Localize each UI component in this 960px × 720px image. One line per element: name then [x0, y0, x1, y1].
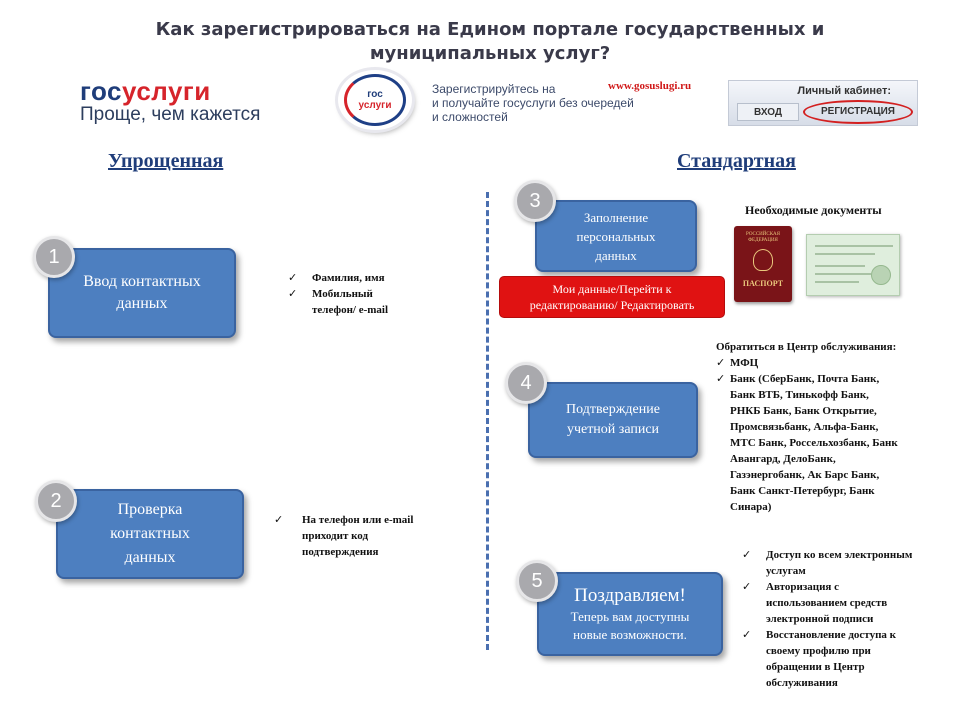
- step5-title: Поздравляем!: [574, 585, 686, 606]
- page-title-line1: Как зарегистрироваться на Едином портале…: [155, 19, 825, 40]
- register-line1: Зарегистрируйтесь на: [432, 82, 556, 96]
- step1-number: 1: [33, 236, 75, 278]
- cabinet-title: Личный кабинет:: [797, 85, 891, 97]
- check-icon: ✓: [716, 373, 726, 385]
- note-text: Мобильный телефон/ e-mail: [312, 288, 389, 316]
- step5-number: 5: [516, 560, 558, 602]
- page-title-line2: муниципальных услуг?: [369, 43, 611, 64]
- passport-small-text: РОССИЙСКАЯ ФЕДЕРАЦИЯ: [745, 232, 781, 243]
- note-text: Восстановление доступа к своему профилю …: [766, 629, 896, 689]
- seal-icon: [871, 265, 891, 285]
- step5-subtitle: Теперь вам доступны новые возможности.: [570, 609, 690, 642]
- note-item: ✓ Мобильный телефон/ e-mail: [284, 286, 454, 318]
- my-data-edit-button[interactable]: Мои данные/Перейти к редактированию/ Ред…: [500, 277, 724, 317]
- card-line: [815, 253, 875, 255]
- check-icon: ✓: [716, 357, 726, 369]
- note-item: ✓ На телефон или e-mail приходит код подт…: [274, 512, 454, 560]
- note-text: На телефон или e-mail приходит код подтв…: [302, 514, 414, 558]
- logo-part-gos: гос: [80, 76, 122, 106]
- standard-title: Стандартная: [677, 150, 796, 172]
- round-logo-icon: гос услуги: [338, 70, 412, 130]
- note-item: ✓ Авторизация с использованием средств эл…: [738, 579, 950, 627]
- step2-number: 2: [35, 480, 77, 522]
- login-button[interactable]: ВХОД: [737, 103, 799, 121]
- note-item: ✓ МФЦ: [716, 355, 952, 371]
- slogan: Проще, чем кажется: [80, 104, 261, 125]
- round-logo-line2: услуги: [358, 100, 392, 111]
- logo-ring: [344, 74, 406, 126]
- note-text: Доступ ко всем электронным услугам: [766, 549, 913, 577]
- step4-box: Подтверждение учетной записи: [528, 382, 698, 458]
- register-promo: Зарегистрируйтесь на и получайте госуслу…: [432, 82, 702, 124]
- card-line: [815, 245, 893, 247]
- note-text: МФЦ: [730, 357, 759, 369]
- section-divider: [486, 192, 489, 650]
- service-center-title: Обратиться в Центр обслуживания:: [716, 341, 897, 353]
- check-icon: ✓: [274, 514, 284, 526]
- check-icon: ✓: [742, 549, 752, 561]
- site-link[interactable]: www.gosuslugi.ru: [608, 80, 692, 92]
- card-line: [815, 281, 859, 283]
- step3-number: 3: [514, 180, 556, 222]
- gosuslugi-logo: госуслуги: [80, 76, 211, 107]
- note-text: Авторизация с использованием средств эле…: [766, 581, 888, 625]
- step2-notes: ✓ На телефон или e-mail приходит код подт…: [274, 512, 454, 560]
- step5-notes: ✓ Доступ ко всем электронным услугам ✓ Авт…: [738, 547, 950, 691]
- check-icon: ✓: [288, 288, 298, 300]
- register-line3: и сложностей: [432, 110, 508, 124]
- snils-card-icon: [806, 234, 900, 296]
- register-line2: и получайте госуслуги без очередей: [432, 96, 634, 110]
- documents-title: Необходимые документы: [745, 203, 882, 217]
- step2-box: Проверка контактных данных: [56, 489, 244, 579]
- emblem-icon: [753, 249, 773, 271]
- note-item: ✓ Восстановление доступа к своему профилю…: [738, 627, 950, 691]
- register-button[interactable]: РЕГИСТРАЦИЯ: [803, 100, 913, 124]
- check-icon: ✓: [742, 581, 752, 593]
- service-center-notes: Обратиться в Центр обслуживания: ✓ МФЦ ✓ Б…: [716, 339, 952, 515]
- passport-label: ПАСПОРТ: [742, 279, 784, 288]
- note-item: ✓ Доступ ко всем электронным услугам: [738, 547, 950, 579]
- note-item: ✓ Банк (СберБанк, Почта Банк, Банк ВТБ, Т…: [716, 371, 952, 515]
- step4-number: 4: [505, 362, 547, 404]
- note-text: Фамилия, имя: [312, 272, 385, 284]
- step5-box: Поздравляем! Теперь вам доступны новые в…: [537, 572, 723, 656]
- logo-part-uslugi: услуги: [122, 76, 211, 106]
- note-item: ✓ Фамилия, имя: [284, 270, 454, 286]
- card-line: [815, 265, 865, 267]
- passport-icon: РОССИЙСКАЯ ФЕДЕРАЦИЯ ПАСПОРТ: [734, 226, 792, 302]
- card-line: [815, 273, 871, 275]
- step3-box: Заполнение персональных данных: [535, 200, 697, 272]
- check-icon: ✓: [742, 629, 752, 641]
- check-icon: ✓: [288, 272, 298, 284]
- cabinet-panel: Личный кабинет: ВХОД РЕГИСТРАЦИЯ: [728, 80, 918, 126]
- note-text: Банк (СберБанк, Почта Банк, Банк ВТБ, Ти…: [730, 373, 898, 513]
- step1-box: Ввод контактных данных: [48, 248, 236, 338]
- simplified-title: Упрощенная: [108, 150, 224, 172]
- page-title: Как зарегистрироваться на Едином портале…: [140, 18, 840, 66]
- round-logo-line1: гос: [367, 89, 383, 100]
- step1-notes: ✓ Фамилия, имя ✓ Мобильный телефон/ e-mail: [284, 270, 454, 318]
